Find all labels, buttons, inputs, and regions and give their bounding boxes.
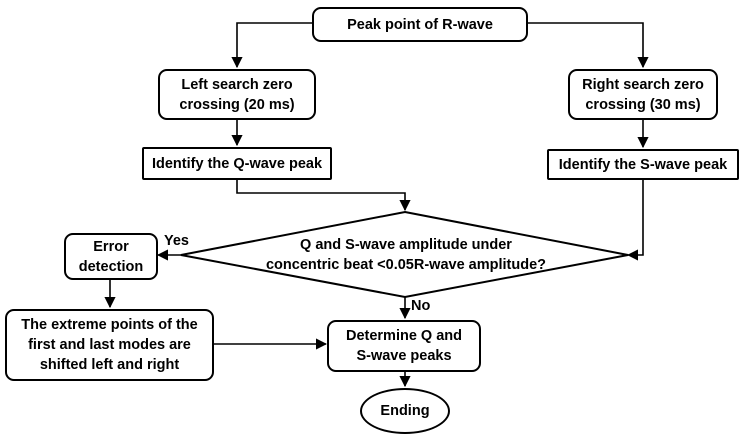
node-peak-point: Peak point of R-wave xyxy=(312,7,528,42)
node-identify-s-label: Identify the S-wave peak xyxy=(558,156,728,173)
node-decision-text: Q and S-wave amplitude under concentric … xyxy=(231,235,581,275)
node-error-line2: detection xyxy=(78,258,144,275)
node-left-search: Left search zero crossing (20 ms) xyxy=(158,69,316,120)
edge-label-yes: Yes xyxy=(164,233,189,249)
edge-peak-to-right-search xyxy=(528,22,649,69)
node-decision-line2: concentric beat <0.05R-wave amplitude? xyxy=(265,257,547,273)
node-identify-q-label: Identify the Q-wave peak xyxy=(151,155,323,172)
node-determine-line2: S-wave peaks xyxy=(356,348,452,364)
node-left-search-line2: crossing (20 ms) xyxy=(179,96,295,113)
node-left-search-line1: Left search zero xyxy=(181,76,293,93)
node-extreme-line3: shifted left and right xyxy=(39,357,180,373)
node-right-search-line2: crossing (30 ms) xyxy=(585,96,701,113)
node-identify-q: Identify the Q-wave peak xyxy=(142,147,332,180)
node-peak-point-label: Peak point of R-wave xyxy=(347,16,493,33)
node-extreme-line1: The extreme points of the xyxy=(21,317,198,333)
node-extreme-points: The extreme points of the first and last… xyxy=(5,309,214,381)
node-error-detection: Error detection xyxy=(64,233,158,280)
node-error-line1: Error xyxy=(93,238,129,255)
node-extreme-line2: first and last modes are xyxy=(28,337,191,353)
edge-identify-q-to-decision xyxy=(236,180,411,212)
edge-label-no: No xyxy=(411,298,431,314)
node-decision-line1: Q and S-wave amplitude under xyxy=(300,237,512,253)
node-right-search: Right search zero crossing (30 ms) xyxy=(568,69,718,120)
decision-diamond xyxy=(180,210,629,299)
node-determine-line1: Determine Q and xyxy=(345,328,463,344)
node-identify-s: Identify the S-wave peak xyxy=(547,149,739,180)
node-ending-label: Ending xyxy=(380,403,430,419)
edge-identify-s-to-decision xyxy=(626,180,644,261)
node-determine-peaks: Determine Q and S-wave peaks xyxy=(327,320,481,372)
node-right-search-line1: Right search zero xyxy=(582,76,704,93)
edge-peak-to-left-search xyxy=(231,22,312,69)
node-ending: Ending xyxy=(360,388,450,434)
